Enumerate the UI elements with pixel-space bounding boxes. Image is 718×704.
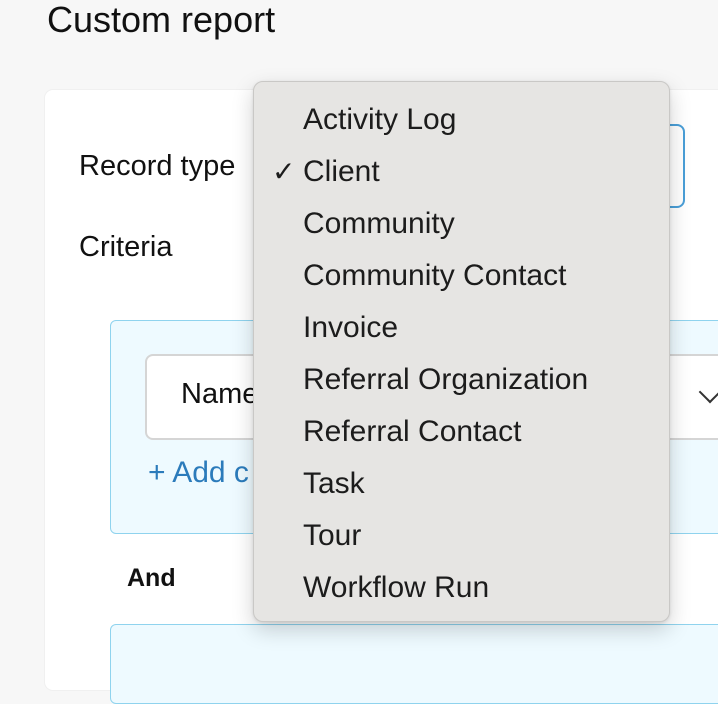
menu-item-workflow-run[interactable]: Workflow Run [303,562,663,614]
criteria-group-2 [110,624,718,704]
menu-item-label: Community [303,207,455,240]
menu-item-label: Activity Log [303,103,457,136]
criteria-field-value: Name [181,378,259,410]
criteria-label: Criteria [79,231,173,263]
add-criteria-link[interactable]: + Add c [148,456,249,489]
menu-item-label: Community Contact [303,259,567,292]
menu-item-label: Tour [303,519,362,552]
menu-item-community[interactable]: Community [303,198,663,250]
menu-item-referral-contact[interactable]: Referral Contact [303,406,663,458]
checkmark-icon: ✓ [272,156,296,187]
menu-item-label: Referral Organization [303,363,589,396]
menu-item-label: Task [303,467,365,500]
menu-item-activity-log[interactable]: Activity Log [303,94,663,146]
and-label: And [127,564,176,592]
page-title: Custom report [47,0,276,40]
menu-item-invoice[interactable]: Invoice [303,302,663,354]
menu-item-client[interactable]: ✓Client [272,146,663,198]
menu-item-label: Workflow Run [303,571,490,604]
menu-item-label: Invoice [303,311,399,344]
menu-item-label: Referral Contact [303,415,522,448]
record-type-label: Record type [79,150,236,182]
menu-item-label: Client [303,155,380,188]
record-type-dropdown-menu: Activity Log ✓Client Community Community… [253,81,670,622]
menu-item-referral-organization[interactable]: Referral Organization [303,354,663,406]
menu-item-task[interactable]: Task [303,458,663,510]
menu-item-tour[interactable]: Tour [303,510,663,562]
menu-item-community-contact[interactable]: Community Contact [303,250,663,302]
